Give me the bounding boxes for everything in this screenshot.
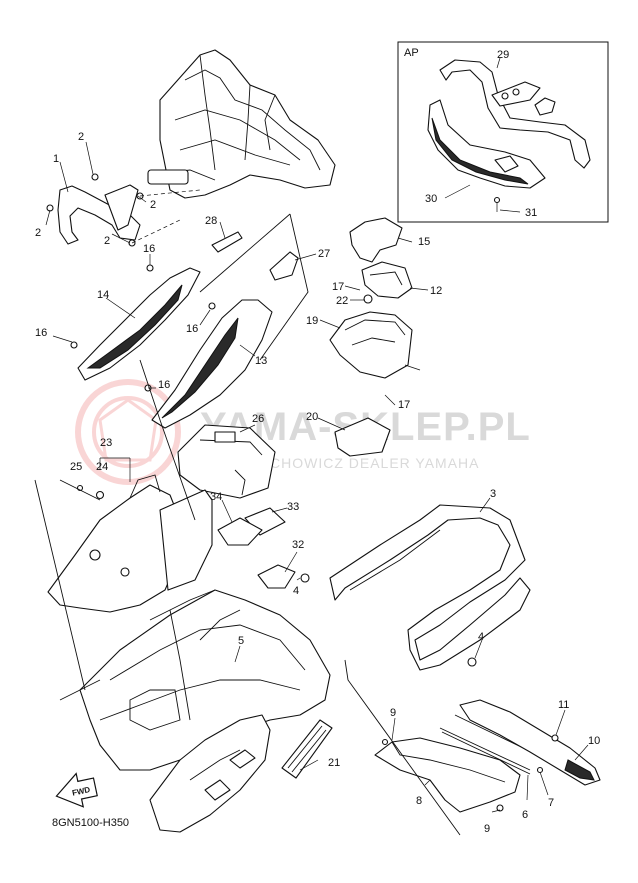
callout-32: 32 bbox=[292, 539, 304, 551]
callout-9b: 9 bbox=[484, 823, 490, 835]
main-frame bbox=[59, 589, 331, 771]
diagram-code: 8GN5100-H350 bbox=[52, 817, 129, 829]
part-11-screw bbox=[551, 734, 559, 742]
part-20-pad bbox=[334, 417, 391, 457]
callout-16b: 16 bbox=[35, 327, 47, 339]
part-10-guard bbox=[459, 699, 601, 786]
part-12-bracket bbox=[361, 261, 413, 299]
callout-3: 3 bbox=[490, 488, 496, 500]
callout-4b: 4 bbox=[478, 631, 484, 643]
part-32-bracket bbox=[257, 564, 296, 589]
callout-23: 23 bbox=[100, 437, 112, 449]
part-26-box bbox=[177, 424, 276, 499]
callout-4a: 4 bbox=[293, 585, 299, 597]
callout-14: 14 bbox=[97, 289, 109, 301]
part-34-bracket bbox=[217, 517, 263, 546]
part-6-rail bbox=[439, 727, 531, 771]
callout-1: 1 bbox=[53, 153, 59, 165]
callout-6: 6 bbox=[522, 809, 528, 821]
callout-16c: 16 bbox=[186, 323, 198, 335]
callout-28: 28 bbox=[205, 215, 217, 227]
callout-24: 24 bbox=[96, 461, 108, 473]
callout-21: 21 bbox=[328, 757, 340, 769]
part-15-cover bbox=[349, 217, 403, 263]
svg-text:29: 29 bbox=[497, 49, 509, 61]
part-22-nut bbox=[363, 294, 373, 304]
callout-2c: 2 bbox=[104, 235, 110, 247]
fwd-arrow-icon: FWD bbox=[55, 772, 98, 808]
part-28-pad bbox=[211, 231, 243, 253]
part-8-plate bbox=[374, 737, 521, 813]
callout-16a: 16 bbox=[143, 243, 155, 255]
callout-2b: 2 bbox=[35, 227, 41, 239]
part-3-frame bbox=[329, 504, 531, 671]
watermark: YAMA-SKLEP.PL CHOWICZ DEALER YAMAHA bbox=[75, 379, 530, 485]
callout-13: 13 bbox=[255, 355, 267, 367]
footwell bbox=[149, 714, 271, 833]
callout-34: 34 bbox=[210, 491, 222, 503]
part-23-plate bbox=[47, 474, 213, 613]
part-21-strip bbox=[281, 719, 333, 779]
callout-25: 25 bbox=[70, 461, 82, 473]
callout-26: 26 bbox=[252, 413, 264, 425]
callout-19: 19 bbox=[306, 315, 318, 327]
callout-10: 10 bbox=[588, 735, 600, 747]
svg-text:30: 30 bbox=[425, 193, 437, 205]
callout-17b: 17 bbox=[398, 399, 410, 411]
part-29-bar bbox=[439, 59, 591, 169]
watermark-logo-icon bbox=[75, 379, 181, 485]
part-14-cover bbox=[70, 264, 201, 381]
part-18-housing bbox=[329, 311, 413, 379]
inset-ap: AP 29 30 31 bbox=[397, 41, 609, 223]
part-29-side bbox=[534, 97, 556, 116]
callouts: 1 2 2 2 2 3 4 4 5 6 7 8 9 9 10 11 12 13 … bbox=[35, 131, 600, 835]
callout-20: 20 bbox=[306, 411, 318, 423]
callout-22: 22 bbox=[336, 295, 348, 307]
watermark-sub-text: CHOWICZ DEALER YAMAHA bbox=[270, 455, 480, 471]
callout-27: 27 bbox=[318, 248, 330, 260]
callout-15: 15 bbox=[418, 236, 430, 248]
callout-2a: 2 bbox=[78, 131, 84, 143]
callout-2d: 2 bbox=[150, 199, 156, 211]
inset-label: AP bbox=[404, 47, 419, 59]
part-30-hole bbox=[494, 155, 519, 173]
part-31-bolt bbox=[493, 196, 501, 204]
callout-17a: 17 bbox=[332, 281, 344, 293]
part-30-edge bbox=[431, 117, 529, 185]
callout-5: 5 bbox=[238, 635, 244, 647]
callout-33: 33 bbox=[287, 501, 299, 513]
callout-8: 8 bbox=[416, 795, 422, 807]
callout-9a: 9 bbox=[390, 707, 396, 719]
fwd-label: FWD bbox=[71, 785, 91, 798]
callout-11: 11 bbox=[558, 699, 569, 711]
svg-text:31: 31 bbox=[525, 207, 537, 219]
part-1-bar bbox=[46, 173, 201, 247]
callout-7: 7 bbox=[548, 797, 554, 809]
part-27-pad bbox=[269, 251, 299, 281]
part-13-cover bbox=[144, 299, 273, 429]
leaders bbox=[45, 141, 589, 813]
upper-frame bbox=[147, 49, 336, 199]
callout-12: 12 bbox=[430, 285, 442, 297]
callout-16d: 16 bbox=[158, 379, 170, 391]
